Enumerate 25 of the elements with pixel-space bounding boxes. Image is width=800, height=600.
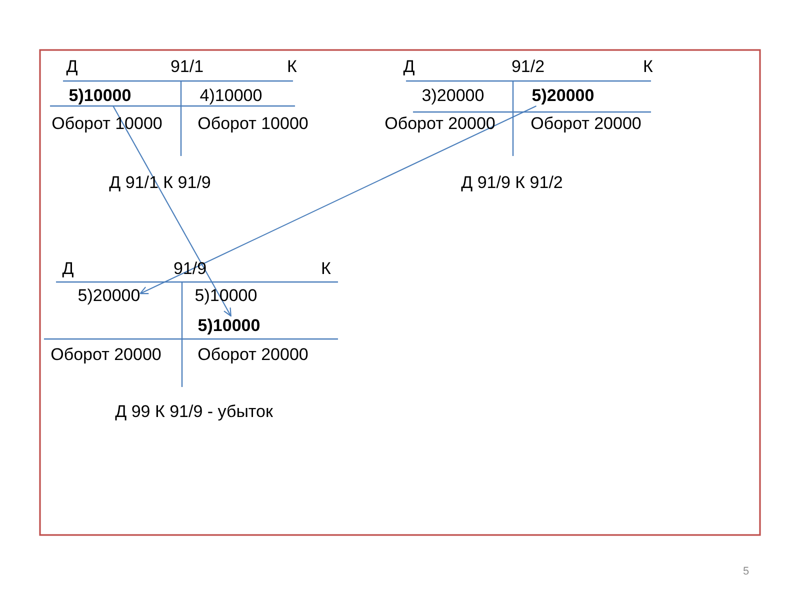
entry-amount: 5)10000 — [198, 316, 260, 336]
account-side-label: Д — [62, 259, 74, 279]
entry-amount: 3)20000 — [422, 86, 484, 106]
page-number: 5 — [742, 566, 750, 578]
arrow — [140, 106, 536, 294]
posting-caption: Д 99 К 91/9 - убыток — [115, 402, 273, 422]
posting-caption: Д 91/1 К 91/9 — [109, 173, 211, 193]
turnover-total: Оборот 20000 — [50, 345, 162, 365]
account-title: 91/2 — [511, 57, 545, 77]
entry-amount: 5)20000 — [532, 86, 594, 106]
turnover-total: Оборот 20000 — [530, 114, 642, 134]
account-side-label: К — [321, 259, 331, 279]
account-side-label: К — [643, 57, 653, 77]
turnover-total: Оборот 20000 — [384, 114, 496, 134]
account-side-label: К — [287, 57, 297, 77]
entry-amount: 5)10000 — [68, 86, 132, 106]
account-side-label: Д — [66, 57, 78, 77]
account-title: 91/1 — [170, 57, 204, 77]
account-side-label: Д — [403, 57, 415, 77]
arrow — [112, 106, 232, 317]
entry-amount: 4)10000 — [200, 86, 262, 106]
turnover-total: Оборот 10000 — [198, 114, 308, 134]
posting-caption: Д 91/9 К 91/2 — [461, 173, 563, 193]
turnover-total: Оборот 20000 — [198, 345, 308, 365]
entry-amount: 5)20000 — [78, 286, 140, 306]
